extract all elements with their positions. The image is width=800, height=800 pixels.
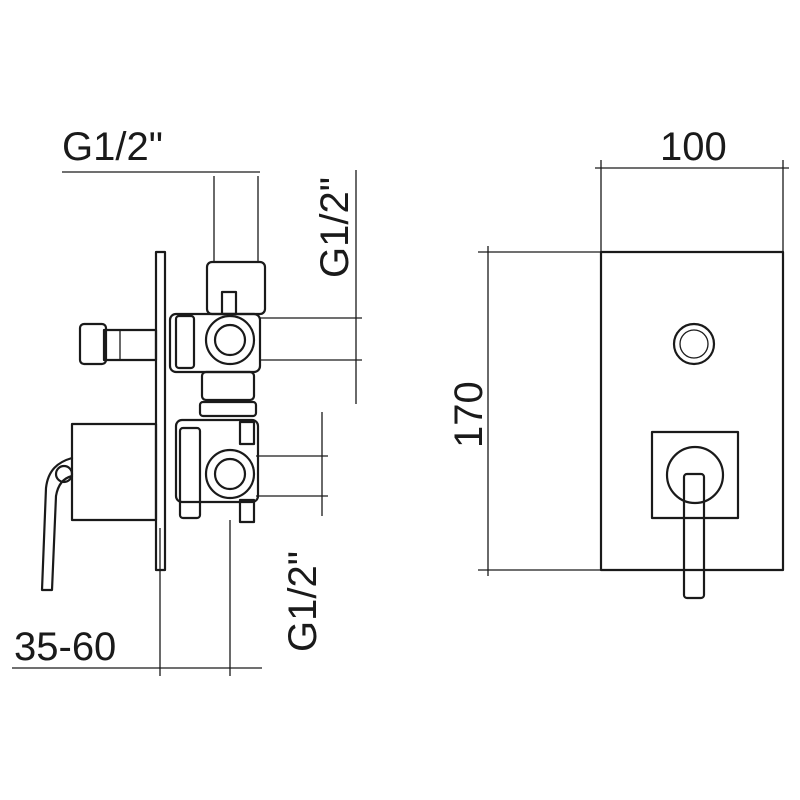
cover-plate xyxy=(599,250,785,572)
front-view: 100 170 xyxy=(447,125,789,600)
dim-label-front-width: 100 xyxy=(660,125,727,169)
front-diverter-button xyxy=(672,322,716,366)
lower-valve-body xyxy=(174,418,260,524)
middle-coupling xyxy=(198,370,258,418)
dim-right-upper-thread: G1/2" xyxy=(260,170,362,404)
dim-label-right-upper-thread: G1/2" xyxy=(313,177,357,278)
side-view: G1/2" G1/2" G1/2" 35-60 xyxy=(12,125,362,676)
dim-label-right-lower-thread: G1/2" xyxy=(281,551,325,652)
dim-top-thread: G1/2" xyxy=(62,125,260,173)
front-mixer-escutcheon xyxy=(650,430,740,600)
mixer-handle xyxy=(40,422,158,592)
diverter-knob xyxy=(78,322,158,366)
dim-front-width: 100 xyxy=(595,125,789,252)
dim-label-top-thread: G1/2" xyxy=(62,125,163,169)
dim-label-front-height: 170 xyxy=(447,381,491,448)
dim-front-height: 170 xyxy=(447,246,601,576)
dim-depth-range: 35-60 xyxy=(12,520,262,676)
upper-valve-body xyxy=(168,290,262,374)
dim-label-depth-range: 35-60 xyxy=(14,625,116,669)
dim-right-lower-thread: G1/2" xyxy=(256,412,328,652)
wall-plate xyxy=(154,250,167,572)
